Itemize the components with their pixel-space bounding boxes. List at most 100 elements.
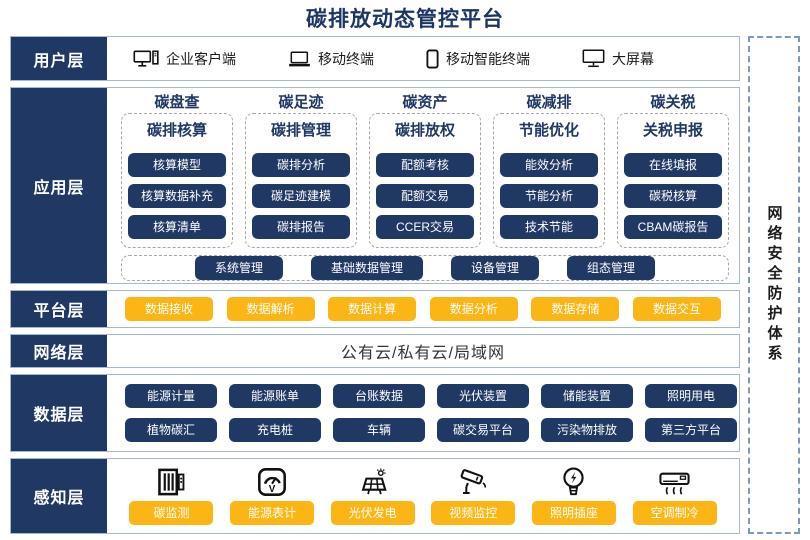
big-screen-icon — [582, 49, 605, 68]
user-terminal-label: 大屏幕 — [612, 50, 654, 67]
app-column-header: 碳关税 — [650, 94, 696, 111]
perception-label-button: 能源表计 — [229, 501, 314, 525]
app-column-subheader: 碳排核算 — [146, 122, 207, 139]
perception-label-button: 光伏发电 — [330, 501, 415, 525]
app-column-subheader: 关税申报 — [642, 122, 703, 139]
perception-label-button: 碳监测 — [129, 501, 214, 525]
app-module-button: 技术节能 — [500, 215, 598, 239]
perception-layer-content: 碳监测 V 能源表计 — [107, 459, 739, 533]
perception-label-button: 视频监控 — [431, 501, 516, 525]
user-terminal-item: 大屏幕 — [582, 49, 654, 69]
data-layer-label: 数据层 — [11, 375, 107, 451]
application-layer-label: 应用层 — [11, 88, 107, 283]
layer-stack: 用户层 企业客户端 — [10, 36, 740, 534]
perception-item: V 能源表计 — [222, 463, 323, 525]
app-module-button: 碳排报告 — [252, 215, 350, 239]
platform-layer-row: 平台层 数据接收 数据解析 数据计算 数据分析 数据存储 数据交互 — [10, 290, 740, 328]
desktop-pc-icon — [133, 49, 159, 68]
app-module-button: 碳排分析 — [252, 153, 350, 177]
app-column-subheader: 节能优化 — [518, 122, 579, 139]
app-module-button: 碳税核算 — [624, 184, 722, 208]
user-layer-content: 企业客户端 移动终端 — [107, 37, 739, 80]
perception-item: 碳监测 — [121, 463, 222, 525]
user-terminal-item: 移动终端 — [288, 49, 374, 69]
app-column-header: 碳足迹 — [278, 94, 324, 111]
app-module-button: 在线填报 — [624, 153, 722, 177]
user-terminal-label: 移动智能终端 — [446, 50, 530, 67]
data-source-button: 台账数据 — [333, 384, 425, 408]
user-layer-row: 用户层 企业客户端 — [10, 36, 740, 81]
app-module-button: 碳足迹建模 — [252, 184, 350, 208]
app-column-subheader: 碳排管理 — [270, 122, 331, 139]
app-module-button: CBAM碳报告 — [624, 215, 722, 239]
data-source-button: 光伏装置 — [437, 384, 529, 408]
app-column-box: 碳排放权 配额考核 配额交易 CCER交易 — [369, 113, 481, 248]
energy-meter-icon: V — [257, 463, 287, 497]
perception-item: 光伏发电 — [322, 463, 423, 525]
security-system-label: 网络安全防护体系 — [765, 205, 783, 365]
user-terminal-label: 移动终端 — [318, 50, 374, 67]
security-system-bar: 网络安全防护体系 — [748, 36, 800, 534]
platform-function-button: 数据计算 — [328, 297, 417, 321]
app-common-button: 基础数据管理 — [310, 256, 423, 280]
app-column-box: 碳排管理 碳排分析 碳足迹建模 碳排报告 — [245, 113, 357, 248]
application-layer-row: 应用层 碳盘查 碳排核算 核算模型 核算数据补充 核算清单 — [10, 87, 740, 284]
app-module-button: 核算模型 — [128, 153, 226, 177]
app-column-box: 碳排核算 核算模型 核算数据补充 核算清单 — [121, 113, 233, 248]
data-source-button: 第三方平台 — [645, 418, 737, 442]
user-terminal-item: 移动智能终端 — [426, 49, 530, 69]
data-source-button: 储能装置 — [541, 384, 633, 408]
platform-function-button: 数据存储 — [531, 297, 620, 321]
data-source-button: 能源计量 — [125, 384, 217, 408]
app-common-button: 组态管理 — [567, 256, 656, 280]
user-layer-label: 用户层 — [11, 37, 107, 80]
app-common-button: 系统管理 — [194, 256, 283, 280]
data-layer-row: 数据层 能源计量 能源账单 台账数据 光伏装置 储能装置 照明用电 植物碳汇 充… — [10, 374, 740, 452]
user-terminal-label: 企业客户端 — [166, 50, 236, 67]
app-column-header: 碳资产 — [402, 94, 448, 111]
carbon-monitor-icon — [156, 463, 186, 497]
light-bulb-icon — [561, 463, 586, 497]
app-column-header: 碳减排 — [526, 94, 572, 111]
app-module-button: CCER交易 — [376, 215, 474, 239]
perception-layer-row: 感知层 碳监 — [10, 458, 740, 534]
data-source-button: 车辆 — [333, 418, 425, 442]
laptop-icon — [288, 50, 311, 67]
app-common-button: 设备管理 — [451, 256, 540, 280]
app-column-carbon-tariff: 碳关税 关税申报 在线填报 碳税核算 CBAM碳报告 — [617, 93, 729, 248]
data-layer-content: 能源计量 能源账单 台账数据 光伏装置 储能装置 照明用电 植物碳汇 充电桩 车… — [107, 375, 739, 451]
platform-layer-content: 数据接收 数据解析 数据计算 数据分析 数据存储 数据交互 — [107, 291, 739, 327]
data-source-button: 能源账单 — [229, 384, 321, 408]
solar-panel-icon — [357, 463, 388, 497]
svg-text:V: V — [269, 484, 276, 495]
cctv-camera-icon — [458, 463, 489, 497]
user-terminal-item: 企业客户端 — [133, 49, 236, 69]
app-module-button: 配额考核 — [376, 153, 474, 177]
app-column-box: 关税申报 在线填报 碳税核算 CBAM碳报告 — [617, 113, 729, 248]
diagram-body: 用户层 企业客户端 — [10, 36, 800, 534]
app-common-modules-box: 系统管理 基础数据管理 设备管理 组态管理 — [121, 255, 729, 281]
air-conditioner-icon — [658, 463, 691, 497]
network-layer-text: 公有云/私有云/局域网 — [341, 345, 505, 362]
app-module-button: 节能分析 — [500, 184, 598, 208]
app-column-box: 节能优化 能效分析 节能分析 技术节能 — [493, 113, 605, 248]
perception-label-button: 空调制冷 — [632, 501, 717, 525]
platform-function-button: 数据接收 — [125, 297, 213, 321]
perception-label-button: 照明插座 — [531, 501, 616, 525]
app-column-carbon-asset: 碳资产 碳排放权 配额考核 配额交易 CCER交易 — [369, 93, 481, 248]
application-columns: 碳盘查 碳排核算 核算模型 核算数据补充 核算清单 碳足迹 碳排管理 — [121, 93, 729, 248]
perception-item: 空调制冷 — [624, 463, 725, 525]
app-column-subheader: 碳排放权 — [394, 122, 455, 139]
perception-item: 视频监控 — [423, 463, 524, 525]
smartphone-icon — [426, 49, 439, 69]
application-layer-content: 碳盘查 碳排核算 核算模型 核算数据补充 核算清单 碳足迹 碳排管理 — [107, 88, 739, 283]
data-source-button: 照明用电 — [645, 384, 737, 408]
app-column-carbon-footprint: 碳足迹 碳排管理 碳排分析 碳足迹建模 碳排报告 — [245, 93, 357, 248]
app-column-carbon-reduction: 碳减排 节能优化 能效分析 节能分析 技术节能 — [493, 93, 605, 248]
data-source-button: 碳交易平台 — [437, 418, 529, 442]
page-title: 碳排放动态管控平台 — [306, 8, 504, 31]
app-module-button: 核算数据补充 — [128, 184, 226, 208]
network-layer-label: 网络层 — [11, 335, 107, 367]
perception-item: 照明插座 — [524, 463, 625, 525]
